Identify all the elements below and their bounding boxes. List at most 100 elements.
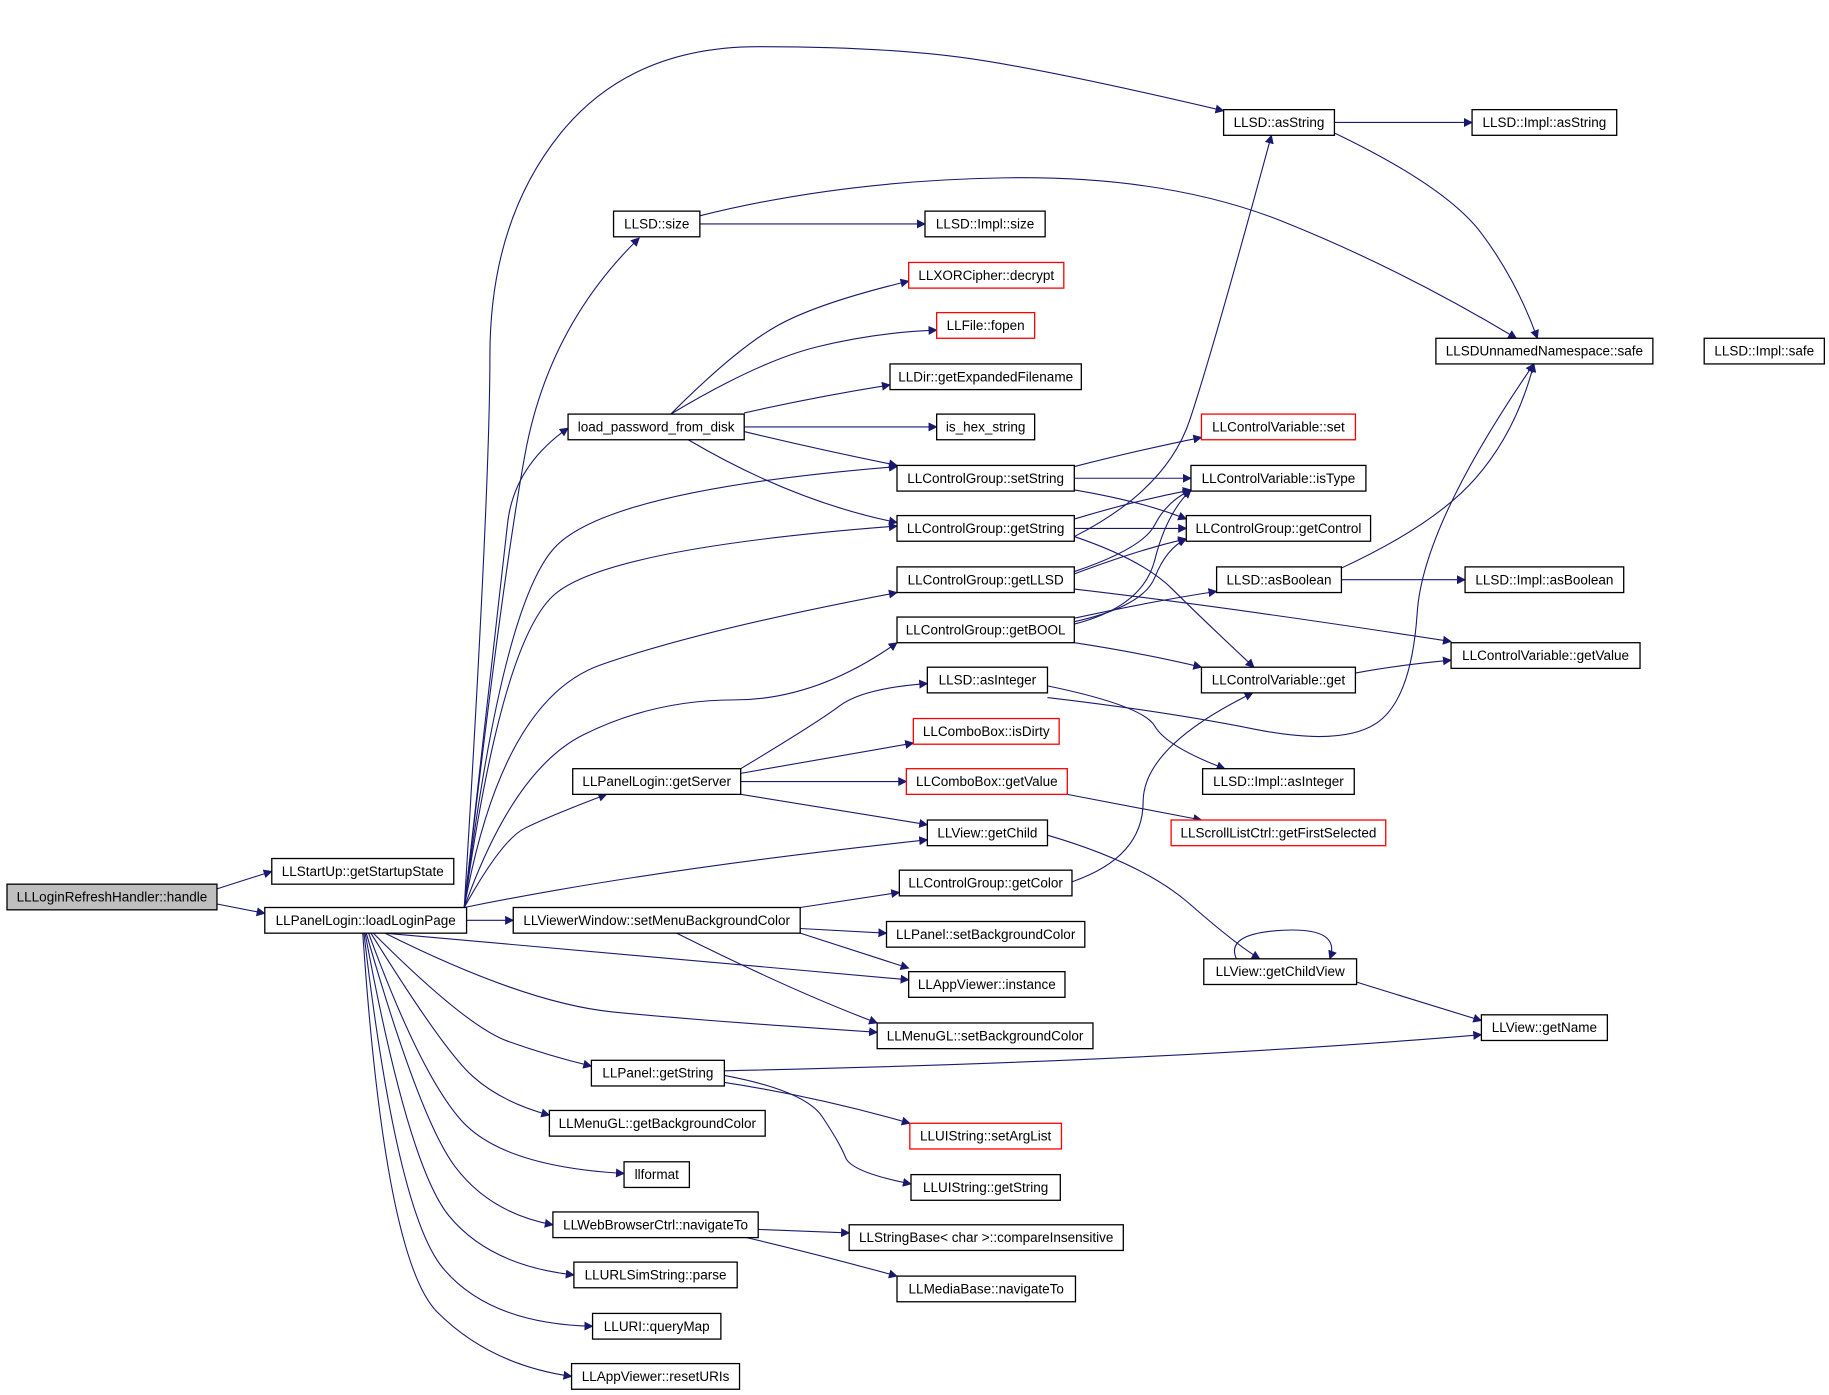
node-box[interactable] — [908, 261, 1065, 289]
node-box[interactable] — [1222, 108, 1336, 136]
node-box[interactable] — [1215, 566, 1343, 594]
node-box[interactable] — [1480, 1014, 1609, 1042]
node-panel-getstring[interactable]: LLPanel::getString — [590, 1059, 726, 1087]
node-navigateto[interactable]: LLWebBrowserCtrl::navigateTo — [552, 1211, 759, 1239]
node-box[interactable] — [936, 413, 1036, 441]
node-decrypt[interactable]: LLXORCipher::decrypt — [908, 261, 1065, 289]
node-box[interactable] — [573, 1261, 738, 1289]
node-box[interactable] — [271, 857, 455, 885]
node-root[interactable]: LLLoginRefreshHandler::handle — [6, 883, 218, 911]
node-box[interactable] — [572, 768, 742, 796]
node-uistring-getstring[interactable]: LLUIString::getString — [910, 1173, 1061, 1201]
node-box[interactable] — [909, 1122, 1063, 1150]
node-box[interactable] — [912, 717, 1060, 745]
node-box[interactable] — [512, 906, 801, 934]
node-box[interactable] — [1471, 108, 1618, 136]
node-getchildview[interactable]: LLView::getChildView — [1203, 958, 1358, 986]
node-box[interactable] — [936, 311, 1036, 339]
node-box[interactable] — [908, 971, 1066, 998]
node-box[interactable] — [885, 920, 1086, 948]
node-cv-istype[interactable]: LLControlVariable::isType — [1190, 464, 1367, 492]
node-urlsim-parse[interactable]: LLURLSimString::parse — [573, 1261, 738, 1289]
node-box[interactable] — [1200, 666, 1357, 694]
node-box[interactable] — [623, 1161, 691, 1189]
node-box[interactable] — [1201, 768, 1355, 796]
node-setarglist[interactable]: LLUIString::setArgList — [909, 1122, 1063, 1150]
node-cg-setstring[interactable]: LLControlGroup::setString — [896, 464, 1075, 492]
node-box[interactable] — [567, 413, 745, 441]
node-box[interactable] — [896, 566, 1075, 594]
node-cb-getvalue[interactable]: LLComboBox::getValue — [905, 768, 1068, 796]
node-asinteger[interactable]: LLSD::asInteger — [926, 666, 1049, 694]
node-unnamed-safe[interactable]: LLSDUnnamedNamespace::safe — [1435, 337, 1654, 365]
node-asboolean[interactable]: LLSD::asBoolean — [1215, 566, 1343, 594]
node-querymap[interactable]: LLURI::queryMap — [591, 1312, 722, 1340]
node-menugl-getbg[interactable]: LLMenuGL::getBackgroundColor — [548, 1109, 766, 1137]
node-box[interactable] — [896, 464, 1075, 492]
node-getstartupstate[interactable]: LLStartUp::getStartupState — [271, 857, 455, 885]
node-box[interactable] — [924, 210, 1046, 238]
node-box[interactable] — [905, 768, 1068, 796]
node-llformat[interactable]: llformat — [623, 1161, 691, 1189]
node-setmenubg[interactable]: LLViewerWindow::setMenuBackgroundColor — [512, 906, 801, 934]
node-box[interactable] — [612, 210, 701, 238]
node-box[interactable] — [848, 1224, 1124, 1252]
node-box[interactable] — [910, 1173, 1061, 1201]
node-getexpanded[interactable]: LLDir::getExpandedFilename — [889, 363, 1082, 391]
node-getserver[interactable]: LLPanelLogin::getServer — [572, 768, 742, 796]
node-menugl-setbg[interactable]: LLMenuGL::setBackgroundColor — [876, 1022, 1094, 1050]
node-reseturis[interactable]: LLAppViewer::resetURIs — [570, 1362, 741, 1390]
node-box[interactable] — [876, 1022, 1094, 1050]
node-cg-getbool[interactable]: LLControlGroup::getBOOL — [896, 616, 1075, 644]
node-box[interactable] — [264, 906, 468, 934]
node-cg-getstring[interactable]: LLControlGroup::getString — [896, 514, 1075, 542]
node-box[interactable] — [1203, 958, 1358, 986]
node-box[interactable] — [898, 869, 1073, 897]
node-appviewer-instance[interactable]: LLAppViewer::instance — [908, 971, 1066, 998]
node-box[interactable] — [896, 1275, 1077, 1303]
node-is-hex[interactable]: is_hex_string — [936, 413, 1036, 441]
node-impl-asboolean[interactable]: LLSD::Impl::asBoolean — [1464, 566, 1625, 594]
node-box[interactable] — [591, 1312, 722, 1340]
node-box[interactable] — [1185, 514, 1372, 542]
node-box[interactable] — [1190, 464, 1367, 492]
node-box[interactable] — [1435, 337, 1654, 365]
node-box[interactable] — [590, 1059, 726, 1087]
node-fopen[interactable]: LLFile::fopen — [936, 311, 1036, 339]
node-cg-getcolor[interactable]: LLControlGroup::getColor — [898, 869, 1073, 897]
node-box[interactable] — [552, 1211, 759, 1239]
node-impl-asinteger[interactable]: LLSD::Impl::asInteger — [1201, 768, 1355, 796]
node-box[interactable] — [896, 616, 1075, 644]
node-box[interactable] — [1200, 413, 1357, 441]
node-size[interactable]: LLSD::size — [612, 210, 701, 238]
node-box[interactable] — [926, 666, 1049, 694]
node-cb-isdirty[interactable]: LLComboBox::isDirty — [912, 717, 1060, 745]
node-asstring[interactable]: LLSD::asString — [1222, 108, 1336, 136]
node-cv-getvalue[interactable]: LLControlVariable::getValue — [1450, 642, 1641, 670]
node-box[interactable] — [6, 883, 218, 911]
node-box[interactable] — [1170, 819, 1387, 847]
node-box[interactable] — [570, 1362, 741, 1390]
node-getchild[interactable]: LLView::getChild — [926, 819, 1049, 847]
node-box[interactable] — [896, 514, 1075, 542]
node-getfirstselected[interactable]: LLScrollListCtrl::getFirstSelected — [1170, 819, 1387, 847]
node-cv-get[interactable]: LLControlVariable::get — [1200, 666, 1357, 694]
node-impl-asstring[interactable]: LLSD::Impl::asString — [1471, 108, 1618, 136]
node-getname[interactable]: LLView::getName — [1480, 1014, 1609, 1042]
node-panel-setbg[interactable]: LLPanel::setBackgroundColor — [885, 920, 1086, 948]
node-media-navigateto[interactable]: LLMediaBase::navigateTo — [896, 1275, 1077, 1303]
node-box[interactable] — [548, 1109, 766, 1137]
node-cg-getllsd[interactable]: LLControlGroup::getLLSD — [896, 566, 1075, 594]
node-box[interactable] — [926, 819, 1049, 847]
node-load-password[interactable]: load_password_from_disk — [567, 413, 745, 441]
node-cg-getcontrol[interactable]: LLControlGroup::getControl — [1185, 514, 1372, 542]
node-impl-safe[interactable]: LLSD::Impl::safe — [1703, 337, 1825, 365]
node-box[interactable] — [889, 363, 1082, 391]
node-loadloginpage[interactable]: LLPanelLogin::loadLoginPage — [264, 906, 468, 934]
node-cv-set[interactable]: LLControlVariable::set — [1200, 413, 1357, 441]
node-box[interactable] — [1464, 566, 1625, 594]
node-impl-size[interactable]: LLSD::Impl::size — [924, 210, 1046, 238]
node-compareinsensitive[interactable]: LLStringBase< char >::compareInsensitive — [848, 1224, 1124, 1252]
node-box[interactable] — [1450, 642, 1641, 670]
node-box[interactable] — [1703, 337, 1825, 365]
